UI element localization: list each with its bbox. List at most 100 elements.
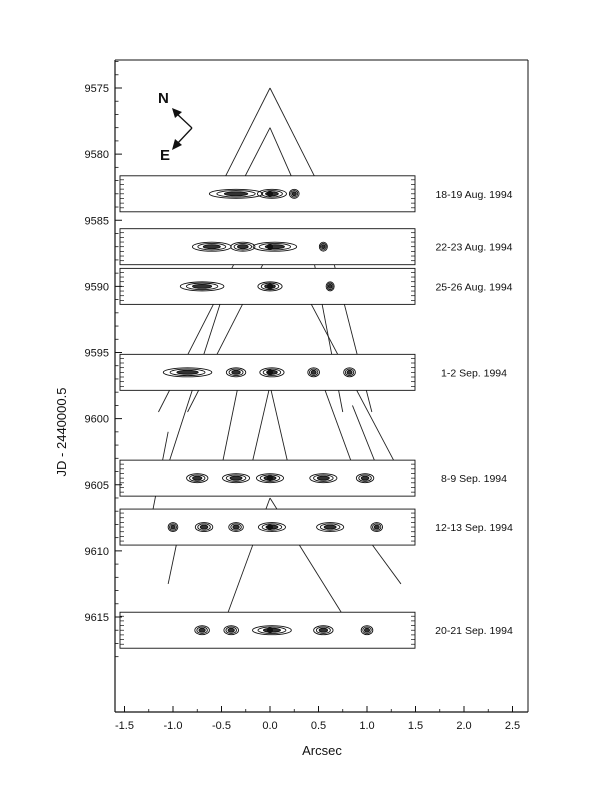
jet-knot-contour — [346, 369, 353, 375]
jet-knot-contour — [216, 190, 256, 198]
jet-knot-contour — [162, 367, 213, 378]
x-tick-label: 2.5 — [505, 720, 520, 732]
jet-knot-contour — [194, 522, 214, 533]
jet-core — [267, 243, 273, 250]
jet-core — [267, 369, 273, 376]
y-axis-title: JD - 2440000.5 — [54, 388, 69, 477]
jet-knot-contour — [259, 474, 281, 482]
jet-knot-contour — [259, 367, 285, 378]
jet-knot-contour — [360, 625, 374, 636]
jet-knot-contour — [230, 241, 256, 252]
jet-knot-contour — [223, 625, 239, 636]
jet-knot-contour — [318, 627, 329, 633]
epoch-label: 12-13 Sep. 1994 — [435, 522, 513, 534]
jet-knot-contour — [179, 281, 225, 292]
epoch-panel: 22-23 Aug. 1994 — [119, 228, 513, 266]
jet-knot-contour — [360, 475, 370, 481]
x-tick-label: 0.5 — [311, 720, 326, 732]
jet-knot-contour — [222, 473, 251, 484]
jet-knot-contour — [189, 474, 206, 482]
jet-knot-contour — [307, 367, 320, 378]
jet-knot-contour — [225, 474, 247, 482]
jet-knot-contour — [233, 243, 253, 251]
jet-knot-contour — [309, 473, 338, 484]
y-tick-label: 9610 — [85, 546, 109, 558]
jet-knot-contour — [313, 625, 334, 636]
jet-knot-contour — [258, 243, 292, 251]
y-tick-label: 9595 — [85, 348, 109, 360]
jet-knot-contour — [232, 524, 240, 530]
y-tick-label: 9600 — [85, 414, 109, 426]
jet-knot-contour — [372, 523, 382, 531]
axis-ticks: 9575 9580 9585 9590 9595 9600 9605 9610 9615 -1.5… — [85, 61, 520, 732]
jet-knot-contour — [319, 523, 341, 531]
jet-knot-contour — [225, 626, 237, 634]
y-tick-label: 9585 — [85, 215, 109, 227]
jet-core — [267, 283, 273, 290]
jet-knot-contour — [309, 368, 319, 377]
x-tick-label: 0.0 — [262, 720, 277, 732]
jet-knot-contour — [255, 473, 285, 484]
jet-knot-contour — [230, 523, 242, 531]
jet-knot-contour — [223, 191, 249, 197]
x-tick-label: -1.0 — [164, 720, 183, 732]
east-arrowhead-icon — [172, 139, 182, 150]
jet-knot-contour — [252, 241, 298, 252]
jet-knot-contour — [315, 626, 331, 634]
jet-knot-contour — [316, 522, 345, 533]
plot-frame — [114, 59, 529, 713]
y-tick-label: 9615 — [85, 612, 109, 624]
jet-knot-contour — [325, 281, 335, 292]
jet-knot-contour — [313, 474, 334, 482]
jet-knot-contour — [288, 188, 300, 199]
north-arrowhead-icon — [172, 108, 182, 118]
jet-knot-contour — [257, 281, 283, 292]
jet-knot-contour — [316, 475, 330, 481]
x-tick-label: -0.5 — [212, 720, 231, 732]
jet-knot-contour — [321, 244, 326, 250]
epoch-panel: 1-2 Sep. 1994 — [119, 353, 507, 391]
north-arrow — [175, 112, 193, 129]
jet-knot-contour — [197, 523, 211, 531]
jet-knot-contour — [260, 282, 280, 291]
jet-knot-contour — [257, 626, 287, 634]
compass-north-label: N — [158, 90, 169, 107]
jet-knot-contour — [318, 241, 328, 252]
jet-knot-contour — [343, 367, 356, 378]
jet-knot-contour — [199, 524, 209, 530]
jet-knot-contour — [170, 524, 176, 530]
epoch-label: 25-26 Aug. 1994 — [435, 281, 512, 293]
x-tick-label: -1.5 — [115, 720, 134, 732]
jet-core — [267, 524, 273, 531]
jet-knot-contour — [262, 368, 282, 377]
y-tick-label: 9605 — [85, 480, 109, 492]
y-tick-label: 9575 — [85, 83, 109, 95]
epoch-label: 1-2 Sep. 1994 — [441, 367, 507, 379]
epoch-panel: 12-13 Sep. 1994 — [119, 508, 513, 546]
jet-knot-contour — [169, 523, 177, 531]
jet-knot-contour — [229, 475, 243, 481]
jet-knot-contour — [261, 190, 283, 198]
y-tick-label: 9590 — [85, 281, 109, 293]
jet-knot-contour — [252, 625, 292, 636]
jet-knot-contour — [344, 368, 355, 377]
jet-knot-contour — [231, 369, 241, 375]
epoch-label: 22-23 Aug. 1994 — [435, 242, 512, 254]
jet-core — [267, 627, 273, 634]
jet-knot-contour — [225, 367, 247, 378]
jet-knot-contour — [326, 282, 334, 291]
jet-knot-contour — [167, 522, 179, 533]
jet-knot-contour — [192, 283, 213, 289]
epoch-panel: 25-26 Aug. 1994 — [119, 267, 513, 305]
jet-knot-contour — [291, 191, 297, 197]
y-tick-label: 9580 — [85, 149, 109, 161]
jet-knot-contour — [256, 188, 287, 199]
epoch-panel: 8-9 Sep. 1994 — [119, 459, 507, 497]
jet-knot-contour — [185, 282, 219, 291]
x-tick-label: 1.5 — [408, 720, 423, 732]
jet-knot-contour — [370, 522, 383, 533]
jet-knot-contour — [373, 524, 380, 530]
jet-knot-contour — [327, 283, 333, 289]
